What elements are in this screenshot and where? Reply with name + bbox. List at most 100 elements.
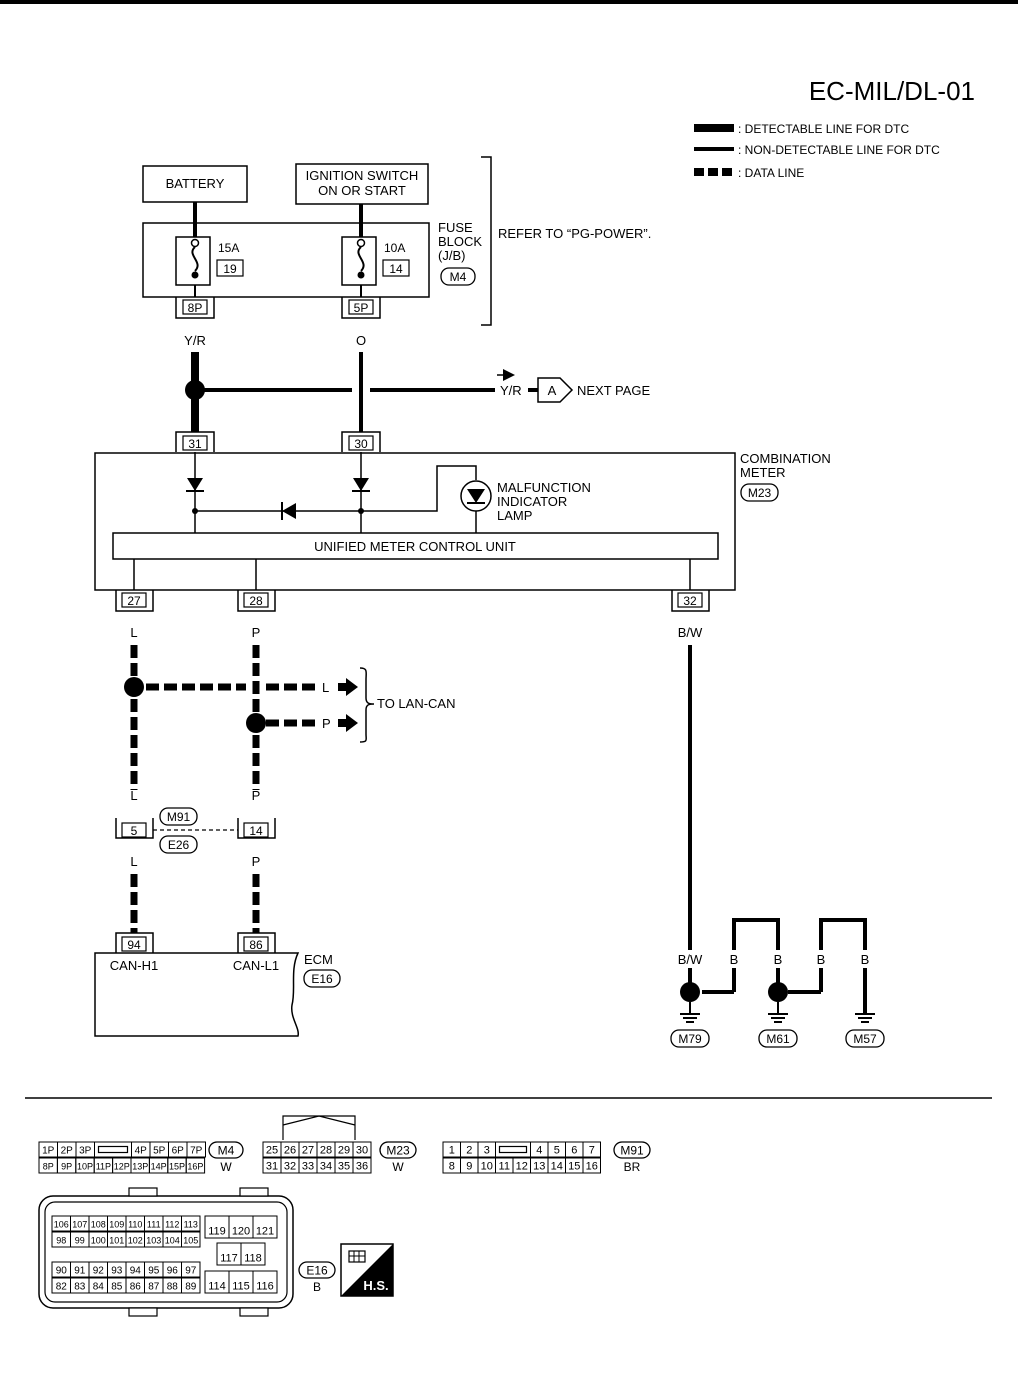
- pin-31: 31: [175, 431, 215, 452]
- m4-key-slot: [97, 1145, 129, 1154]
- e16-cavity-label: 106: [54, 1220, 69, 1230]
- m91-cavity-label: 4: [536, 1145, 542, 1157]
- e16-cavity-label: 87: [148, 1282, 160, 1293]
- e16-cavity-label: 82: [56, 1282, 68, 1293]
- wire-b-label-3: B: [817, 952, 826, 967]
- m91-cavity-label: 2: [466, 1145, 472, 1157]
- e16-cavity-label: 91: [74, 1266, 86, 1277]
- pin-14-label: 14: [249, 824, 263, 838]
- m4-oval: [208, 1141, 244, 1159]
- ignition-label-2: ON OR START: [318, 183, 406, 198]
- ecm: 94 86 CAN-H1 CAN-L1 ECM E16: [94, 932, 341, 1037]
- e16-cavity: [181, 1261, 201, 1278]
- e16-cavity-label: 86: [130, 1282, 142, 1293]
- ecm-can-l: CAN-L1: [233, 958, 279, 973]
- lan-can-p-arrow: [338, 714, 358, 732]
- e16-cavity: [240, 1242, 266, 1266]
- m91-cavity-label: 14: [551, 1161, 563, 1173]
- e16-cavity-label: 107: [72, 1220, 87, 1230]
- lan-can-l-label: L: [322, 680, 329, 695]
- m4-oval: [440, 267, 476, 286]
- wire-b-label-1: B: [730, 952, 739, 967]
- e16-cavity-label: 92: [93, 1266, 105, 1277]
- junction-conn-m91: M91: [167, 810, 191, 824]
- m23-oval: [740, 483, 779, 502]
- m23-cavity-label: 29: [338, 1145, 350, 1157]
- m4-cavity-label: 15P: [169, 1162, 185, 1172]
- wire-l-label-2: L: [130, 788, 137, 803]
- m91-cavity-label: 5: [554, 1145, 560, 1157]
- m91-cavity: [582, 1157, 601, 1174]
- wire-b-label-4: B: [861, 952, 870, 967]
- m23-cavity-label: 36: [356, 1161, 368, 1173]
- diode-3: [282, 503, 296, 519]
- m91-color: BR: [624, 1160, 641, 1174]
- pin-28-label: 28: [249, 594, 263, 608]
- battery-label: BATTERY: [166, 176, 225, 191]
- m23-cavity-label: 30: [356, 1145, 368, 1157]
- m91-cavity-label: 6: [571, 1145, 577, 1157]
- e16-cavity-label: 113: [184, 1220, 198, 1230]
- e16-cavity-label: 88: [167, 1282, 179, 1293]
- m23-color: W: [392, 1160, 404, 1174]
- diode-1: [187, 478, 203, 491]
- m4-cavity-label: 11P: [96, 1162, 111, 1172]
- lan-can-brace: [359, 667, 375, 743]
- ground-splice-m61: [768, 982, 788, 1002]
- m23-cavity-label: 32: [284, 1161, 296, 1173]
- e16-cavity-label: 83: [74, 1282, 86, 1293]
- wire-p-label-3: P: [252, 854, 261, 869]
- m23-cavity: [352, 1141, 372, 1158]
- e16-cavity-label: 105: [183, 1236, 198, 1246]
- e16-cavity-label: 112: [165, 1220, 179, 1230]
- e16-cavity: [181, 1231, 201, 1248]
- mil-label-2: INDICATOR: [497, 494, 567, 509]
- junction-connector: 5 14 M91 E26: [115, 807, 276, 854]
- m91-cavity-label: 16: [586, 1161, 598, 1173]
- m4-cavity-label: 1P: [42, 1146, 55, 1157]
- ecm-label: ECM: [304, 952, 333, 967]
- m4-id: M4: [218, 1144, 235, 1158]
- e16-cavity-label: 120: [232, 1226, 250, 1238]
- m91-key-slot: [498, 1145, 528, 1154]
- wire-b-label-2: B: [774, 952, 783, 967]
- e16-cavity-label: 103: [146, 1236, 161, 1246]
- lan-can-p-label: P: [322, 716, 331, 731]
- m4-cavity-label: 9P: [61, 1162, 72, 1172]
- m4-cavity: [185, 1157, 206, 1174]
- pin-5p-label: 5P: [354, 301, 369, 315]
- m91-cavity-label: 9: [466, 1161, 472, 1173]
- pin-5-label: 5: [131, 824, 138, 838]
- fuse-block-label-3: (J/B): [438, 248, 465, 263]
- e16-cavity-label: 97: [185, 1266, 197, 1277]
- e16-cavity-label: 95: [148, 1266, 160, 1277]
- legend-non-detectable-text: : NON-DETECTABLE LINE FOR DTC: [738, 143, 940, 157]
- legend-data-text: : DATA LINE: [738, 166, 804, 180]
- refer-pg-power: REFER TO “PG-POWER”.: [498, 226, 651, 241]
- fuse-block-label-1: FUSE: [438, 220, 473, 235]
- splice-l: [124, 677, 144, 697]
- e16-cavity-label: 96: [167, 1266, 179, 1277]
- fuse-block-connector: M4: [450, 270, 467, 284]
- e16-cavity-label: 118: [244, 1253, 262, 1265]
- m23-cavity-label: 31: [266, 1161, 278, 1173]
- battery-box: BATTERY: [142, 165, 248, 203]
- m23-cavity-label: 33: [302, 1161, 314, 1173]
- mil-label-1: MALFUNCTION: [497, 480, 591, 495]
- next-page-wire: Y/R: [500, 383, 522, 398]
- m91-id: M91: [620, 1144, 644, 1158]
- lan-can-l-arrow: [338, 678, 358, 696]
- page-title: EC-MIL/DL-01: [809, 76, 975, 106]
- fuse1-number: 19: [223, 262, 237, 276]
- ground-icon-m57: [855, 1013, 875, 1023]
- e16-cavity-label: 100: [91, 1236, 106, 1246]
- e16-cavity: [181, 1277, 201, 1294]
- ignition-label-1: IGNITION SWITCH: [306, 168, 419, 183]
- m4-cavity-label: 2P: [61, 1146, 74, 1157]
- ground-circuit: B/W B B B B: [670, 645, 885, 1048]
- lan-can-text: TO LAN-CAN: [377, 696, 456, 711]
- combination-meter-label-2: METER: [740, 465, 786, 480]
